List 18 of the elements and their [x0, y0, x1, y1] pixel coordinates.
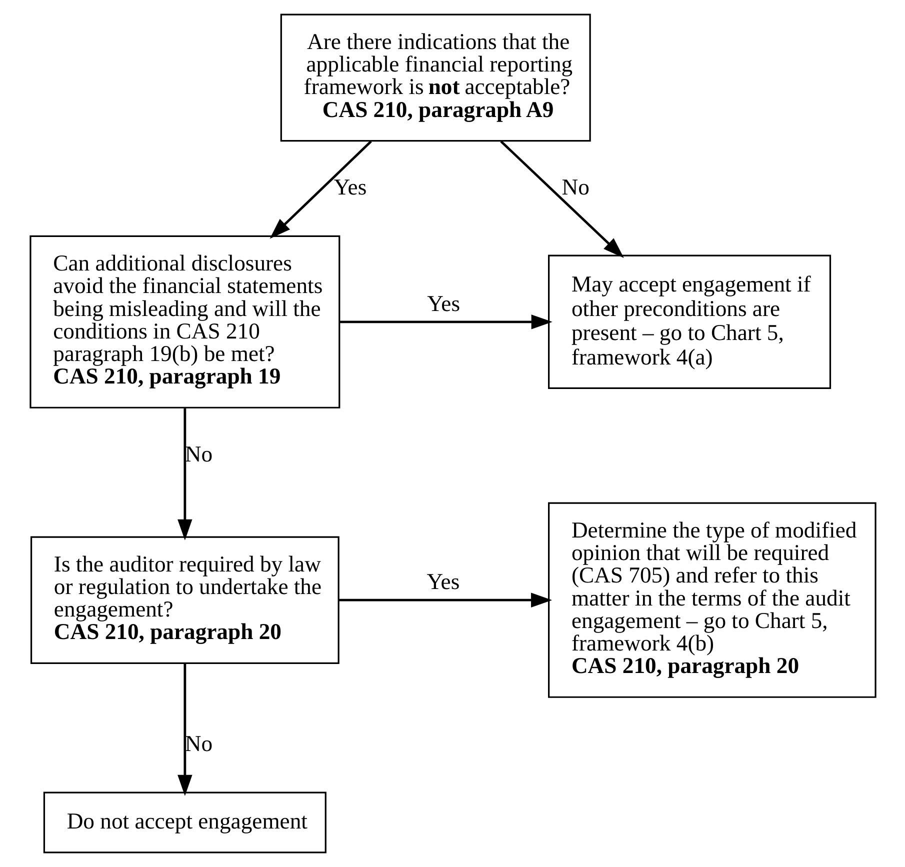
arrow [177, 663, 192, 796]
arrow [177, 408, 192, 540]
arrow [500, 140, 624, 258]
node-box: Can additional disclosures avoid the financial statements being misleading and will the conditions in CAS 210 paragraph 19(b) be met? CAS 210, paragraph 19 [29, 235, 340, 408]
node-box: Are there indications that the applicable financial reporting framework is not acceptable? CAS 210, paragraph A9 [280, 14, 590, 142]
node-box: May accept engagement if other preconditions are present – go to Chart 5, framework 4(a) [548, 254, 831, 390]
edge-label: No [561, 174, 589, 200]
arrow [338, 592, 552, 608]
node-box: Determine the type of modified opinion that will be required (CAS 705) and refer to this matter in the terms of the audit engagement – go to Chart 5, framework 4(b) CAS 210, paragraph 20 [548, 502, 876, 698]
node-box: Is the auditor required by law or regulation to undertake the engagement? CAS 210, paragraph 20 [30, 536, 339, 664]
edge-label: No [184, 730, 212, 756]
edge-label: Yes [426, 569, 460, 594]
arrow [269, 140, 372, 239]
edge-label: No [184, 441, 212, 466]
node-box: Do not accept engagement [42, 792, 326, 854]
edge-label: Yes [426, 290, 460, 316]
edge-label: Yes [333, 174, 366, 200]
arrow [339, 314, 552, 330]
